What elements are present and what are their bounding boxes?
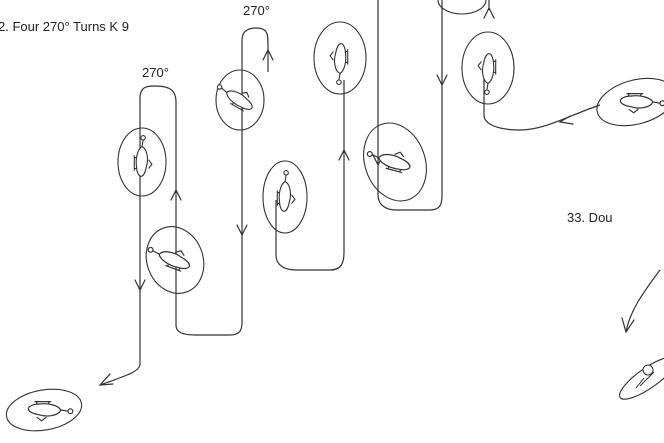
heli-station-1 xyxy=(117,127,167,197)
arrow-up-3 xyxy=(338,148,350,161)
flight-path-segment-6 xyxy=(483,70,601,131)
heli-station-9 xyxy=(596,77,664,127)
arrow-up-2 xyxy=(262,48,274,61)
turn-label-top: 270° xyxy=(243,3,270,18)
turn-label-middle: 270° xyxy=(142,65,169,80)
arrow-up-1 xyxy=(170,188,182,201)
figure-32-title: 2. Four 270° Turns K 9 xyxy=(0,19,129,34)
figure-33-heli xyxy=(619,356,664,400)
heli-station-3 xyxy=(212,69,265,131)
arrow-up-4 xyxy=(483,6,495,19)
flight-path-segment-1 xyxy=(99,98,141,386)
arrow-down-2 xyxy=(236,224,248,237)
heli-station-10 xyxy=(5,388,83,432)
heli-station-8 xyxy=(437,0,487,15)
figure-33-path xyxy=(625,269,661,333)
flight-path-segment-5 xyxy=(377,0,443,211)
heli-station-4 xyxy=(262,160,308,234)
figure-33-title: 33. Dou xyxy=(567,210,613,225)
arrow-exit-left xyxy=(98,373,114,386)
flight-path-segment-3 xyxy=(241,27,269,72)
flight-path-segment-4 xyxy=(275,80,345,271)
arrow-down-1 xyxy=(134,279,146,292)
arrow-exit-right xyxy=(558,115,574,125)
heli-station-2 xyxy=(144,226,205,294)
arrow-down-4 xyxy=(436,74,448,87)
figure-33-arrow xyxy=(621,317,635,334)
flight-path-segment-2 xyxy=(139,40,243,336)
heli-station-6 xyxy=(363,122,427,202)
heli-station-5 xyxy=(313,21,367,95)
heli-station-7 xyxy=(461,31,515,105)
